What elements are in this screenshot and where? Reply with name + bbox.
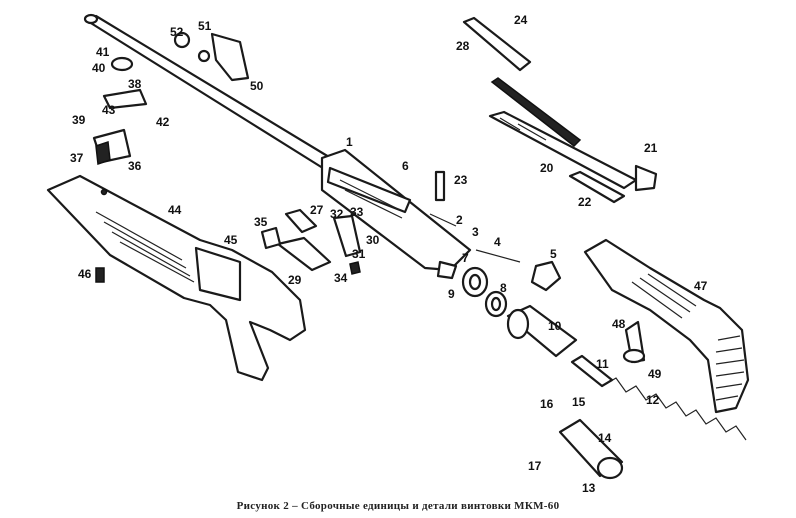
stock-left xyxy=(46,174,307,382)
label-4: 4 xyxy=(494,235,501,249)
label-35: 35 xyxy=(254,215,268,229)
label-10: 10 xyxy=(548,319,562,333)
label-14: 14 xyxy=(598,431,612,445)
label-16: 16 xyxy=(540,397,554,411)
part-labels: 1 2 3 4 5 6 7 8 9 10 11 12 13 14 15 16 1… xyxy=(70,13,708,495)
stock-right xyxy=(583,238,750,414)
label-2: 2 xyxy=(456,213,463,227)
label-37: 37 xyxy=(70,151,84,165)
label-15: 15 xyxy=(572,395,586,409)
label-29: 29 xyxy=(288,273,302,287)
figure-caption: Рисунок 2 – Сборочные единицы и детали в… xyxy=(236,500,560,512)
label-1: 1 xyxy=(346,135,353,149)
label-12: 12 xyxy=(646,393,660,407)
label-8: 8 xyxy=(500,281,507,295)
rings xyxy=(436,260,562,318)
label-32: 32 xyxy=(330,207,344,221)
label-24: 24 xyxy=(514,13,528,27)
label-50: 50 xyxy=(250,79,264,93)
label-28: 28 xyxy=(456,39,470,53)
label-52: 52 xyxy=(170,25,184,39)
label-51: 51 xyxy=(198,19,212,33)
label-43: 43 xyxy=(102,103,116,117)
rails xyxy=(462,16,658,204)
label-48: 48 xyxy=(612,317,626,331)
label-20: 20 xyxy=(540,161,554,175)
label-47: 47 xyxy=(694,279,708,293)
label-34: 34 xyxy=(334,271,348,285)
spring xyxy=(605,377,747,441)
label-17: 17 xyxy=(528,459,542,473)
label-31: 31 xyxy=(352,247,366,261)
small-parts-left xyxy=(92,31,250,166)
label-11: 11 xyxy=(596,357,609,371)
label-23: 23 xyxy=(454,173,468,187)
label-21: 21 xyxy=(644,141,658,155)
label-44: 44 xyxy=(168,203,182,217)
label-3: 3 xyxy=(472,225,479,239)
label-7: 7 xyxy=(462,251,469,265)
trigger-parts xyxy=(260,208,362,275)
cylinders xyxy=(506,304,624,480)
label-38: 38 xyxy=(128,77,142,91)
label-36: 36 xyxy=(128,159,142,173)
pins xyxy=(95,170,646,364)
label-40: 40 xyxy=(92,61,106,75)
label-46: 46 xyxy=(78,267,92,281)
label-6: 6 xyxy=(402,159,409,173)
label-22: 22 xyxy=(578,195,592,209)
label-13: 13 xyxy=(582,481,596,495)
label-41: 41 xyxy=(96,45,110,59)
label-39: 39 xyxy=(72,113,86,127)
label-27: 27 xyxy=(310,203,324,217)
label-45: 45 xyxy=(224,233,238,247)
label-30: 30 xyxy=(366,233,380,247)
label-49: 49 xyxy=(648,367,662,381)
label-33: 33 xyxy=(350,205,364,219)
label-9: 9 xyxy=(448,287,455,301)
label-5: 5 xyxy=(550,247,557,261)
label-42: 42 xyxy=(156,115,170,129)
